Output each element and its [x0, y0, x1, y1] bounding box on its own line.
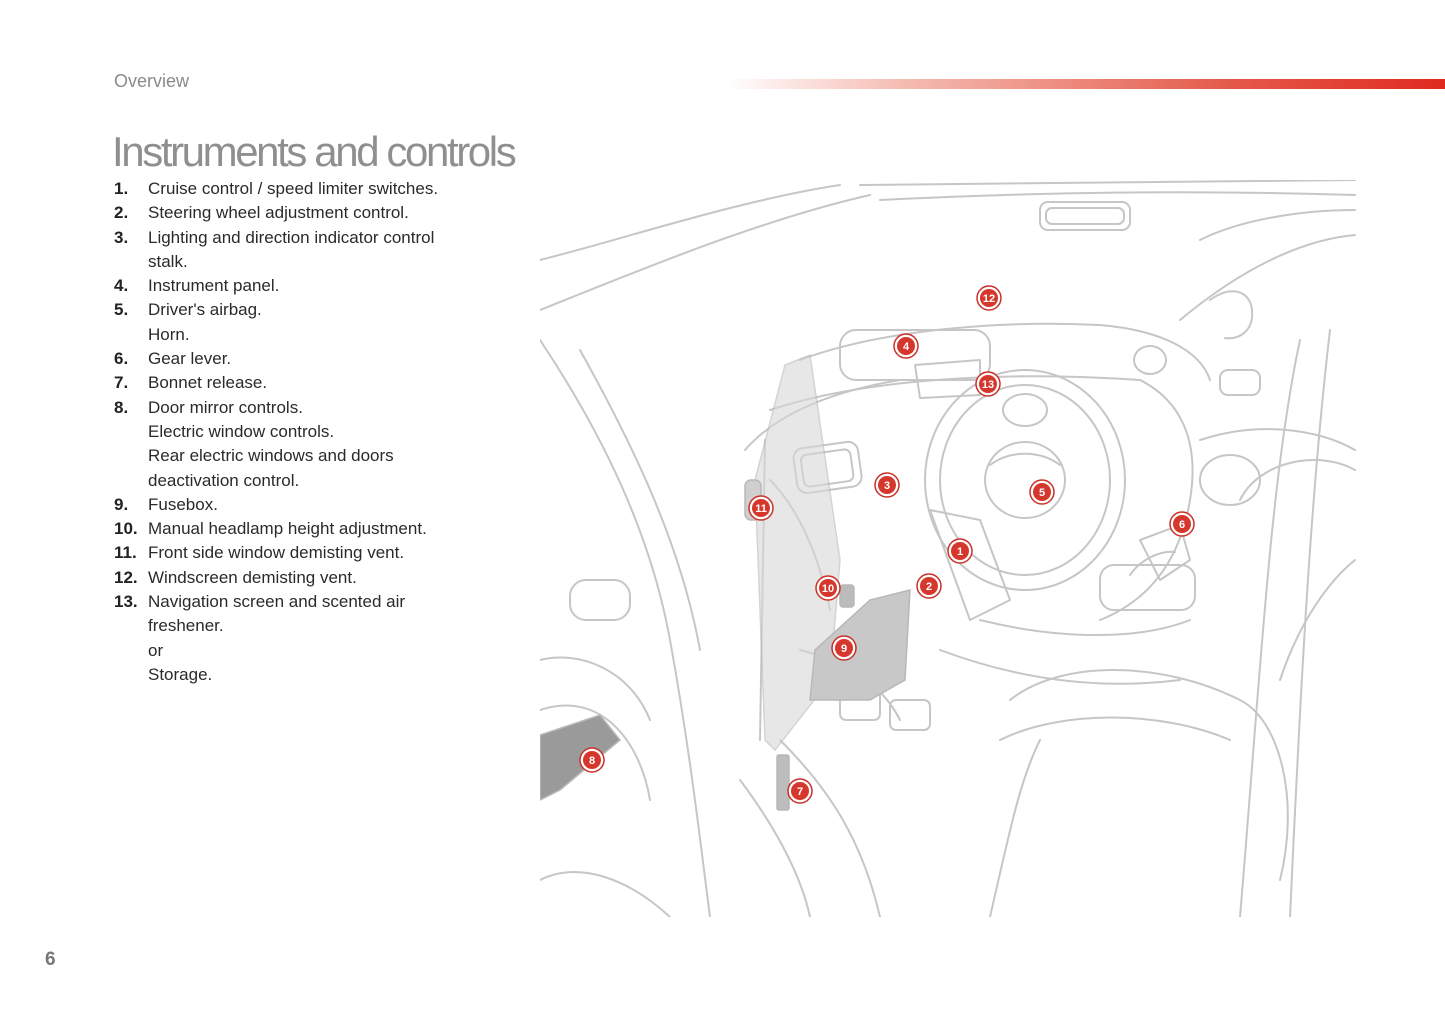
- item-text: Rear electric windows and doors: [148, 446, 394, 466]
- item-text: Navigation screen and scented air: [148, 592, 406, 612]
- list-item-6: 6. Gear lever.: [114, 347, 514, 371]
- header-accent-bar: [725, 79, 1445, 89]
- cockpit-illustration: 1 2 3 4 5 6 7 8: [540, 180, 1360, 917]
- callout-number: 2: [926, 581, 932, 593]
- item-text: Windscreen demisting vent.: [148, 567, 357, 587]
- list-item-1: 1. Cruise control / speed limiter switch…: [114, 177, 514, 201]
- item-text: Driver's airbag.: [148, 300, 262, 320]
- item-text: deactivation control.: [148, 470, 300, 490]
- callout-badge-12: 12: [976, 285, 1002, 311]
- callout-badge-9: 9: [831, 635, 857, 661]
- callout-badge-7: 7: [787, 778, 813, 804]
- item-text: Door mirror controls.: [148, 397, 303, 417]
- item-text: or: [148, 640, 164, 660]
- callout-badge-11: 11: [748, 495, 774, 521]
- list-item-7: 7. Bonnet release.: [114, 371, 514, 395]
- item-text: Storage.: [148, 664, 213, 684]
- callout-number: 7: [797, 786, 803, 798]
- item-text: Cruise control / speed limiter switches.: [148, 179, 439, 198]
- item-text: Steering wheel adjustment control.: [148, 203, 409, 223]
- page-title: Instruments and controls: [112, 128, 517, 175]
- list-item-13: 13. Navigation screen and scented air fr…: [114, 590, 514, 687]
- callout-badge-4: 4: [893, 333, 919, 359]
- item-number: 3.: [114, 227, 129, 247]
- item-text: Bonnet release.: [148, 373, 268, 393]
- item-text: Electric window controls.: [148, 421, 335, 441]
- callout-number: 3: [884, 480, 890, 492]
- item-text: Front side window demisting vent.: [148, 543, 405, 563]
- list-item-9: 9. Fusebox.: [114, 493, 514, 517]
- callout-badge-13: 13: [975, 371, 1001, 397]
- callout-badge-5: 5: [1029, 479, 1055, 505]
- list-item-5: 5. Driver's airbag. Horn.: [114, 298, 514, 347]
- list-item-2: 2. Steering wheel adjustment control.: [114, 201, 514, 225]
- item-text: stalk.: [148, 251, 188, 271]
- item-number: 11.: [114, 543, 137, 563]
- item-text: Lighting and direction indicator control: [148, 227, 435, 247]
- list-item-10: 10. Manual headlamp height adjustment.: [114, 517, 514, 541]
- callout-number: 4: [903, 341, 910, 353]
- list-item-8: 8. Door mirror controls. Electric window…: [114, 396, 514, 493]
- item-text: Gear lever.: [148, 349, 232, 369]
- item-number: 7.: [114, 373, 129, 393]
- item-number: 12.: [114, 567, 138, 587]
- callout-number: 10: [822, 583, 834, 595]
- callout-badge-6: 6: [1169, 511, 1195, 537]
- callout-badge-10: 10: [815, 575, 841, 601]
- item-text: Manual headlamp height adjustment.: [148, 519, 427, 539]
- list-item-12: 12. Windscreen demisting vent.: [114, 566, 514, 590]
- callout-number: 12: [983, 293, 995, 305]
- item-text: Fusebox.: [148, 494, 218, 514]
- callout-number: 1: [957, 546, 963, 558]
- callout-number: 11: [755, 503, 767, 515]
- item-number: 10.: [114, 519, 138, 539]
- item-number: 6.: [114, 349, 129, 369]
- list-item-3: 3. Lighting and direction indicator cont…: [114, 226, 514, 275]
- item-number: 1.: [114, 179, 129, 198]
- item-number: 8.: [114, 397, 129, 417]
- callout-number: 13: [982, 379, 994, 391]
- item-number: 5.: [114, 300, 129, 320]
- callout-number: 8: [589, 755, 595, 767]
- section-label: Overview: [114, 71, 190, 91]
- callout-badge-1: 1: [947, 538, 973, 564]
- controls-list: 1. Cruise control / speed limiter switch…: [114, 177, 514, 687]
- item-text: Horn.: [148, 324, 190, 344]
- page-number: 6: [45, 949, 56, 970]
- item-text: Instrument panel.: [148, 276, 280, 296]
- callout-number: 9: [841, 643, 847, 655]
- list-item-11: 11. Front side window demisting vent.: [114, 541, 514, 565]
- item-text: freshener.: [148, 616, 224, 636]
- item-number: 13.: [114, 592, 138, 612]
- callout-badge-8: 8: [579, 747, 605, 773]
- callout-badge-2: 2: [916, 573, 942, 599]
- item-number: 2.: [114, 203, 129, 223]
- item-number: 9.: [114, 494, 129, 514]
- callout-badge-3: 3: [874, 472, 900, 498]
- item-number: 4.: [114, 276, 129, 296]
- cockpit-line-art: 1 2 3 4 5 6 7 8: [540, 180, 1356, 917]
- list-item-4: 4. Instrument panel.: [114, 274, 514, 298]
- callout-number: 5: [1039, 487, 1045, 499]
- callout-number: 6: [1179, 519, 1185, 531]
